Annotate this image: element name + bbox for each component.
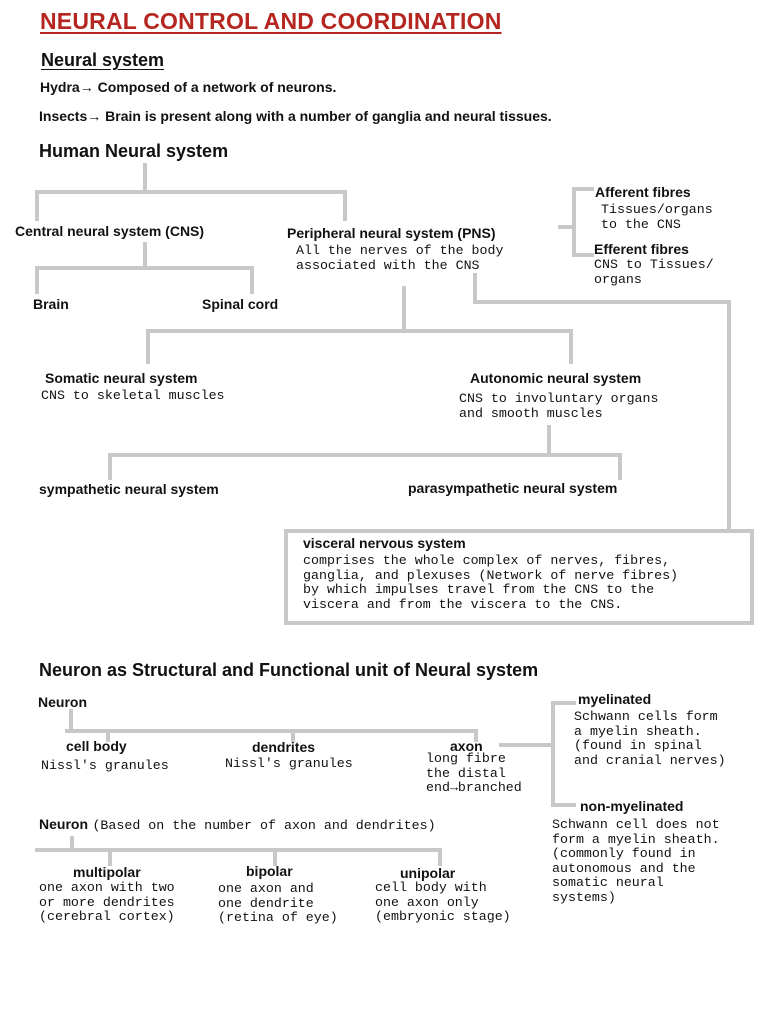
cns-label: Central neural system (CNS) xyxy=(15,223,205,239)
connector-autonomic xyxy=(108,425,622,480)
sympathetic-label: sympathetic neural system xyxy=(39,481,219,497)
insects-text: → Brain is present along with a number o… xyxy=(87,108,552,124)
neuron-basis: (Based on the number of axon and dendrit… xyxy=(92,818,436,833)
visceral-box xyxy=(284,529,754,625)
dendrites-description: Nissl's granules xyxy=(225,756,353,771)
bipolar-description: one axon and one dendrite (retina of eye… xyxy=(218,881,338,925)
axon-description: long fibre the distal end→branched xyxy=(426,751,522,795)
connector-neuron xyxy=(65,709,478,742)
multipolar-label: multipolar xyxy=(73,864,141,880)
multipolar-description: one axon with two or more dendrites (cer… xyxy=(39,880,175,924)
afferent-description: Tissues/organs to the CNS xyxy=(601,202,713,232)
visceral-label: visceral nervous system xyxy=(303,535,466,551)
dendrites-label: dendrites xyxy=(252,739,316,755)
connector-fibres xyxy=(558,187,594,257)
autonomic-description: CNS to involuntary organs and smooth mus… xyxy=(459,391,659,421)
connector-axon xyxy=(499,701,576,807)
unipolar-description: cell body with one axon only (embryonic … xyxy=(375,880,511,924)
neuron-label: Neuron xyxy=(38,694,87,710)
human-neural-heading: Human Neural system xyxy=(39,141,229,161)
page-title: NEURAL CONTROL AND COORDINATION xyxy=(40,8,502,34)
hydra-line: Hydra→ Composed of a network of neurons. xyxy=(40,79,336,95)
neuron-label-2: Neuron xyxy=(39,816,88,832)
connector-neuron-types xyxy=(35,836,442,866)
non-myelinated-label: non-myelinated xyxy=(580,798,684,814)
pns-label: Peripheral neural system (PNS) xyxy=(287,225,496,241)
neural-system-heading: Neural system xyxy=(41,50,165,70)
somatic-description: CNS to skeletal muscles xyxy=(41,388,225,403)
visceral-description: comprises the whole complex of nerves, f… xyxy=(303,553,679,612)
somatic-label: Somatic neural system xyxy=(45,370,198,386)
neuron-heading: Neuron as Structural and Functional unit… xyxy=(39,660,539,680)
bipolar-label: bipolar xyxy=(246,863,293,879)
hydra-text: → Composed of a network of neurons. xyxy=(79,79,337,95)
insects-line: Insects→ Brain is present along with a n… xyxy=(39,108,552,124)
non-myelinated-description: Schwann cell does not form a myelin shea… xyxy=(552,817,720,905)
efferent-description: CNS to Tissues/ organs xyxy=(594,257,714,287)
hydra-label: Hydra xyxy=(40,79,80,95)
unipolar-label: unipolar xyxy=(400,865,456,881)
pns-description: All the nerves of the body associated wi… xyxy=(296,243,504,273)
myelinated-description: Schwann cells form a myelin sheath. (fou… xyxy=(574,709,726,768)
brain-label: Brain xyxy=(33,296,69,312)
connector-pns xyxy=(146,286,573,364)
connector-visceral xyxy=(473,273,731,532)
neuron-classification-line: Neuron (Based on the number of axon and … xyxy=(39,816,436,834)
insects-label: Insects xyxy=(39,108,88,124)
efferent-label: Efferent fibres xyxy=(594,241,689,257)
connector-cns xyxy=(35,242,254,294)
parasympathetic-label: parasympathetic neural system xyxy=(408,480,618,496)
afferent-label: Afferent fibres xyxy=(595,184,691,200)
cell-body-label: cell body xyxy=(66,738,127,754)
axon-label: axon xyxy=(450,738,483,754)
spinal-cord-label: Spinal cord xyxy=(202,296,279,312)
cell-body-description: Nissl's granules xyxy=(41,758,169,773)
myelinated-label: myelinated xyxy=(578,691,652,707)
autonomic-label: Autonomic neural system xyxy=(470,370,642,386)
connector-root xyxy=(35,163,347,221)
